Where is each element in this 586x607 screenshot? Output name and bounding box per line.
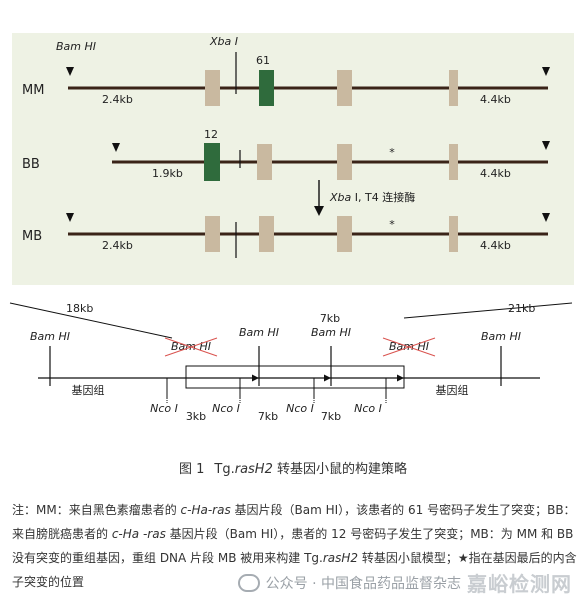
process-arrow-head: [314, 206, 324, 216]
copy-arrow-head-3: [397, 374, 404, 382]
bb-mutation-star: *: [389, 146, 395, 159]
notes-text-4: 转基因小鼠模型；★指在基因最后的内含子突变的位置: [12, 551, 577, 589]
mm-codon-label: 61: [256, 54, 270, 67]
mb-exon-1: [205, 216, 220, 252]
segment-size-3: 7kb: [321, 410, 341, 423]
notes-text-3: 基因片段（Bam HI），患者的 12 号密码子发生了突变；MB：为 MM 和 …: [12, 527, 574, 565]
segment-size-2: 7kb: [258, 410, 278, 423]
bamhi-destroyed-right-strike-2: [382, 337, 436, 357]
mm-bamhi-label: Bam HI: [56, 40, 96, 53]
mm-bamhi-right-triangle: [542, 67, 550, 76]
mm-left-size: 2.4kb: [102, 93, 133, 106]
left-flank-size: 18kb: [66, 302, 93, 315]
mm-xba-label: Xba I: [209, 35, 238, 48]
copy-arrow-head-1: [252, 374, 259, 382]
mm-exon-2: [259, 70, 274, 106]
figure-caption: 图 1 Tg.rasH2 转基因小鼠的构建策略: [0, 458, 586, 477]
mb-left-size: 2.4kb: [102, 239, 133, 252]
notes-gene-1: c-Ha-ras: [180, 503, 231, 517]
notes-gene-3: rasH2: [322, 551, 359, 565]
genome-label-right: 基因组: [436, 383, 469, 397]
mm-label: MM: [22, 83, 44, 98]
mb-exon-2: [259, 216, 274, 252]
bb-bamhi-right-triangle: [542, 141, 550, 150]
notes-text-2: 基因片段（Bam HI），该患者的 61 号密码子发生了突变；BB：来自膀胱癌患…: [12, 503, 576, 541]
mm-exon-3: [337, 70, 352, 106]
mm-exon-1: [205, 70, 220, 106]
genome-label-left: 基因组: [72, 383, 105, 397]
bb-exon-2: [257, 144, 272, 180]
bb-exon-3: [337, 144, 352, 180]
bamhi-destroyed-left-strike-2: [164, 337, 218, 357]
watermark-brand: 嘉峪检测网: [467, 572, 572, 596]
mm-right-size: 4.4kb: [480, 93, 511, 106]
notes-text-1: 注：MM：来自黑色素瘤患者的: [12, 503, 181, 517]
construct-panel: [12, 33, 574, 285]
mm-exon-4: [449, 70, 458, 106]
wechat-icon: [237, 573, 260, 592]
zoom-line-left: [9, 302, 173, 339]
mb-right-size: 4.4kb: [480, 239, 511, 252]
caption-gene: rasH2: [234, 462, 273, 477]
bb-left-size: 1.9kb: [152, 167, 183, 180]
transgene-box: [185, 365, 405, 389]
bamhi-label-2: Bam HI: [239, 326, 279, 339]
caption-suffix: 转基因小鼠的构建策略: [272, 462, 407, 477]
caption-number: 图 1: [178, 462, 205, 477]
mb-bamhi-left-triangle: [66, 213, 74, 222]
notes-gene-2: c-Ha -ras: [111, 527, 166, 541]
mb-bamhi-right-triangle: [542, 213, 550, 222]
mm-bamhi-left-triangle: [66, 67, 74, 76]
mb-label: MB: [22, 229, 42, 244]
bb-label: BB: [22, 157, 40, 172]
nco-label-4: Nco I: [354, 402, 382, 415]
bb-codon-label: 12: [204, 128, 218, 141]
nco-label-1: Nco I: [150, 402, 178, 415]
copy-arrow-head-2: [324, 374, 331, 382]
segment-size-1: 3kb: [186, 410, 206, 423]
bb-right-size: 4.4kb: [480, 167, 511, 180]
zoom-line-right: [403, 302, 573, 319]
watermark-account: 公众号 · 中国食品药品监督杂志: [265, 575, 461, 592]
right-flank-size: 21kb: [508, 302, 535, 315]
nco-label-2: Nco I: [212, 402, 240, 415]
bb-bamhi-left-triangle: [112, 143, 120, 152]
nco-label-3: Nco I: [286, 402, 314, 415]
bb-exon-4: [449, 144, 458, 180]
bamhi-label-4: Bam HI: [481, 330, 521, 343]
caption-prefix: Tg.: [214, 462, 235, 477]
bb-exon-1: [204, 143, 220, 181]
bamhi-label-1: Bam HI: [30, 330, 70, 343]
figure-notes: 注：MM：来自黑色素瘤患者的 c-Ha-ras 基因片段（Bam HI），该患者…: [12, 498, 578, 594]
mb-exon-3: [337, 216, 352, 252]
mb-mutation-star: *: [389, 218, 395, 231]
mb-exon-4: [449, 216, 458, 252]
copy-size-label: 7kb: [320, 312, 340, 325]
bamhi-label-3: Bam HI: [311, 326, 351, 339]
watermark: 公众号 · 中国食品药品监督杂志 嘉峪检测网: [237, 568, 572, 597]
process-step-label: Xba I, T4 连接酶: [329, 191, 415, 204]
